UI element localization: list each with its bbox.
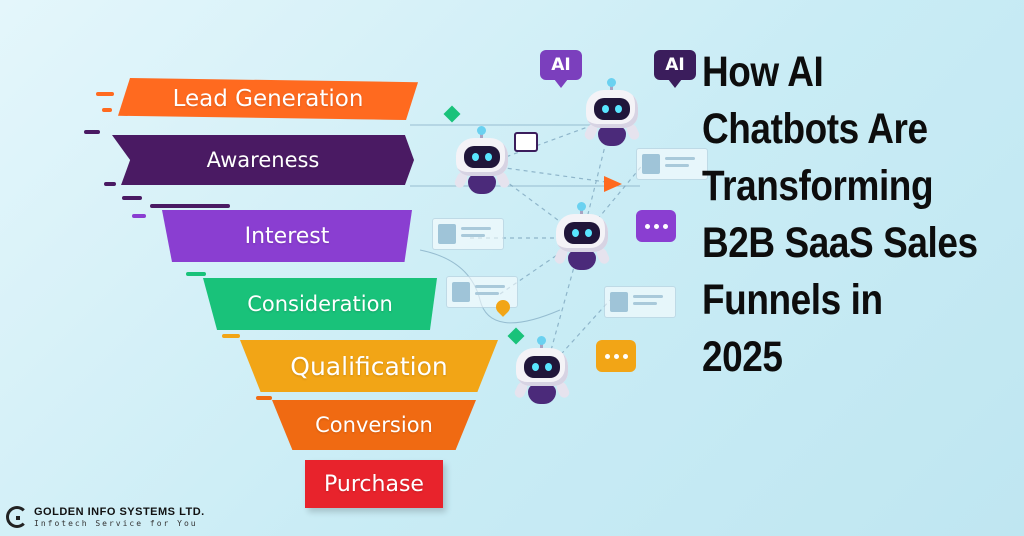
robot-icon xyxy=(550,202,614,272)
speed-dash xyxy=(102,108,112,112)
headline-line: Funnels in xyxy=(702,276,883,324)
brand-logo: GOLDEN INFO SYSTEMS LTD. Infotech Servic… xyxy=(6,506,205,528)
brand-name: GOLDEN INFO SYSTEMS LTD. xyxy=(34,506,205,518)
funnel-stage-label: Consideration xyxy=(247,292,393,316)
chat-bubble-icon xyxy=(596,340,636,372)
headline-line: 2025 xyxy=(702,333,783,381)
funnel-stage-purchase: Purchase xyxy=(305,460,443,508)
robot-icon xyxy=(450,126,514,196)
flag-icon xyxy=(604,176,622,192)
funnel-stage-conversion: Conversion xyxy=(272,400,476,450)
headline-line: B2B SaaS Sales xyxy=(702,219,978,267)
chat-bubble-icon xyxy=(636,210,676,242)
robot-icon xyxy=(580,78,644,148)
speed-dash xyxy=(132,214,146,218)
speed-dash xyxy=(256,396,272,400)
logo-mark-icon xyxy=(6,506,28,528)
funnel-stage-label: Conversion xyxy=(315,413,433,437)
funnel-stage-label: Interest xyxy=(244,223,330,249)
ai-chat-bubble-icon: AI xyxy=(540,50,582,88)
ai-bubble-label: AI xyxy=(665,55,685,75)
speed-dash xyxy=(104,182,116,186)
funnel-stage-consideration: Consideration xyxy=(203,278,437,330)
headline-line: Transforming xyxy=(702,162,934,210)
funnel-stage-lead-generation: Lead Generation xyxy=(118,78,418,120)
funnel-stage-qualification: Qualification xyxy=(240,340,498,392)
message-card-icon xyxy=(514,132,538,152)
headline-line: How AI xyxy=(702,48,824,96)
profile-card-icon xyxy=(432,218,504,250)
ai-bubble-label: AI xyxy=(551,55,571,75)
speed-dash xyxy=(96,92,114,96)
speed-dash xyxy=(186,272,206,276)
speed-dash xyxy=(150,204,230,208)
headline-line: Chatbots Are xyxy=(702,105,928,153)
funnel-stage-label: Qualification xyxy=(290,351,448,381)
robot-icon xyxy=(510,336,574,406)
speed-dash xyxy=(222,334,240,338)
profile-card-icon xyxy=(636,148,708,180)
speed-dash xyxy=(84,130,100,134)
ai-chat-bubble-icon: AI xyxy=(654,50,696,88)
speed-dash xyxy=(122,196,142,200)
funnel-stage-awareness: Awareness xyxy=(112,135,414,185)
funnel-stage-interest: Interest xyxy=(162,210,412,262)
profile-card-icon xyxy=(604,286,676,318)
headline: How AI Chatbots Are Transforming B2B Saa… xyxy=(702,44,978,386)
brand-tagline: Infotech Service for You xyxy=(34,519,198,528)
funnel-stage-label: Awareness xyxy=(206,148,320,172)
funnel-stage-label: Purchase xyxy=(324,471,424,497)
funnel-stage-label: Lead Generation xyxy=(172,86,364,112)
